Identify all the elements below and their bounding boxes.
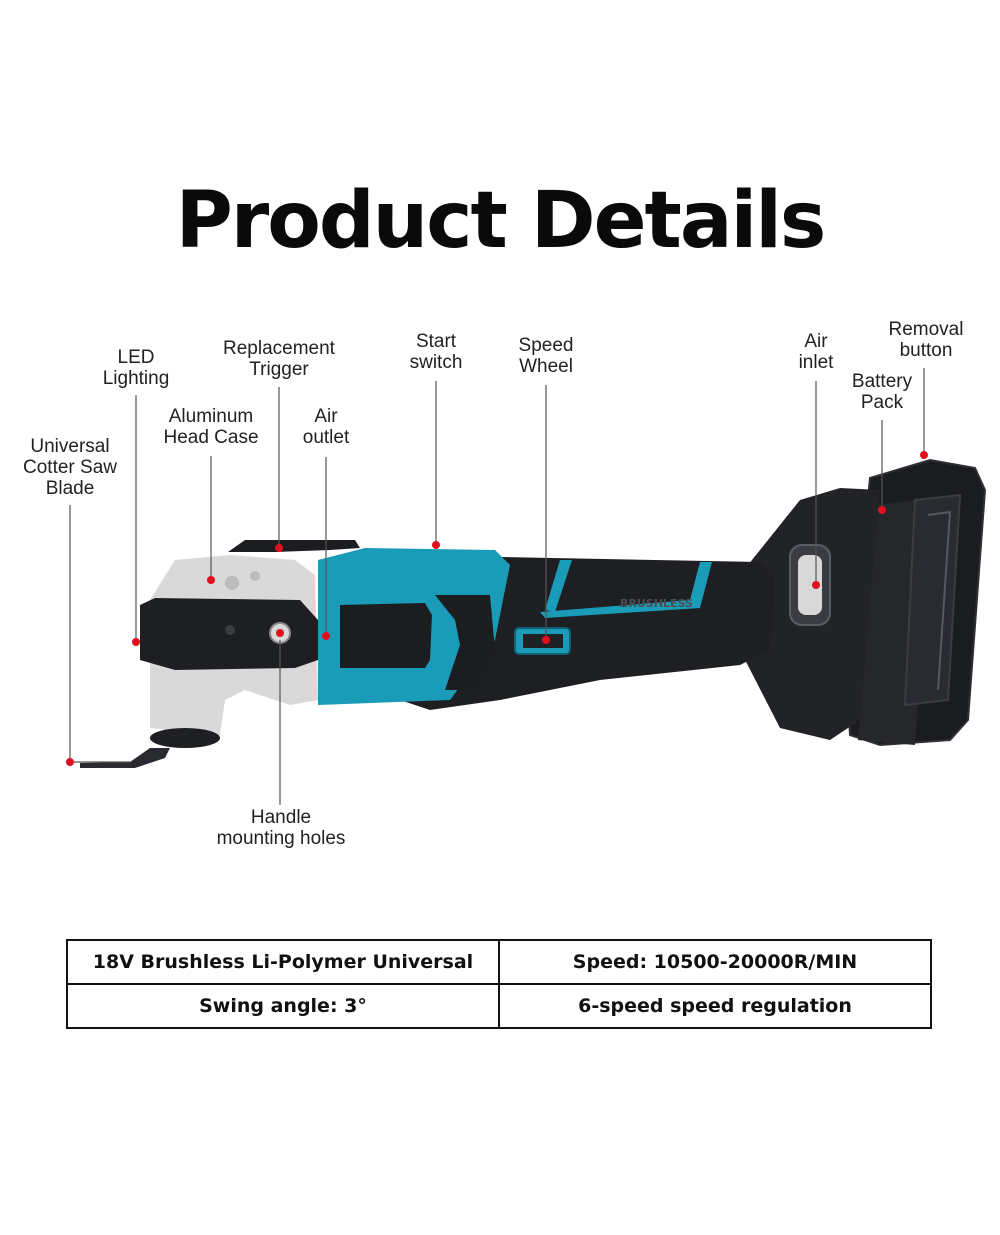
trigger [228,540,360,552]
label-air-inlet: Air inlet [798,331,834,373]
label-battery-pack: Battery Pack [851,371,913,413]
label-mounting-holes: Handle mounting holes [216,807,346,849]
spec-cell: Speed: 10500-20000R/MIN [498,939,932,985]
label-blade: Universal Cotter Saw Blade [23,436,117,499]
label-air-outlet: Air outlet [302,406,350,448]
label-head-case: Aluminum Head Case [163,406,259,448]
table-row: Swing angle: 3° 6-speed speed regulation [66,983,932,1029]
blade-mount [150,728,220,748]
blade [80,748,170,768]
label-trigger: Replacement Trigger [223,338,335,380]
spec-cell: 6-speed speed regulation [498,983,932,1029]
label-start-switch: Start switch [409,331,463,373]
label-led: LED Lighting [102,347,170,389]
brand-strip-text: BRUSHLESS [620,597,693,610]
label-speed-wheel: Speed Wheel [518,335,574,377]
battery-pack [846,458,987,747]
page-title: Product Details [175,176,827,266]
table-row: 18V Brushless Li-Polymer Universal Speed… [66,939,932,985]
specs-table: 18V Brushless Li-Polymer Universal Speed… [66,939,932,1029]
label-removal-button: Removal button [888,319,964,361]
spec-cell: Swing angle: 3° [66,983,500,1029]
spec-cell: 18V Brushless Li-Polymer Universal [66,939,500,985]
multi-tool-illustration: BRUSHLESS [66,368,987,805]
